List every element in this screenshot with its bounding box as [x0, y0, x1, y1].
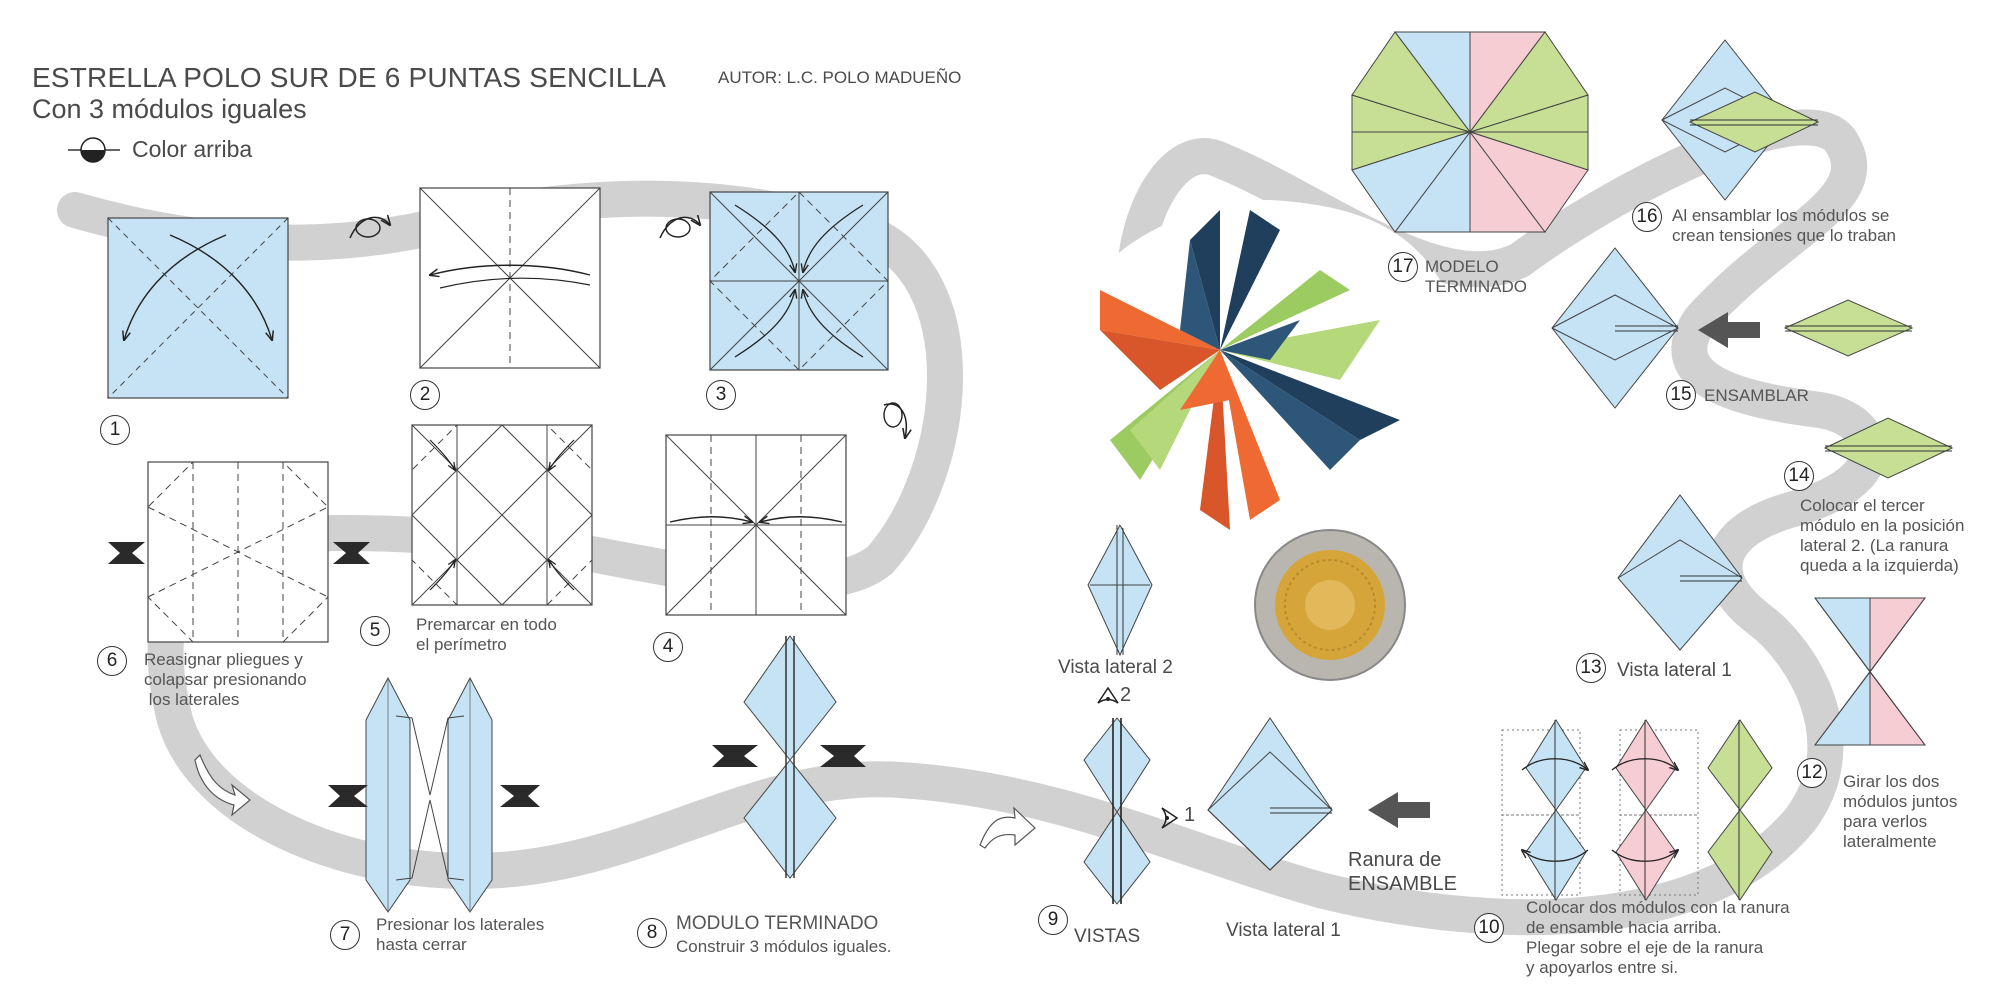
step-12-two-modules: [1813, 597, 1927, 746]
step-number-2: 2: [410, 380, 440, 410]
step-5-square: [411, 424, 593, 606]
eye-1-label: 1: [1184, 804, 1196, 826]
eye-icon: [1161, 807, 1179, 829]
step-number-7: 7: [330, 920, 360, 950]
push-arrow-icon: [108, 542, 145, 564]
step-14-third-module: [1823, 417, 1954, 479]
step-8-subcaption: Construir 3 módulos iguales.: [676, 937, 892, 956]
step-6-square: [147, 461, 329, 643]
step-number-6: 6: [97, 646, 127, 676]
assemble-arrow-icon: [1698, 312, 1760, 348]
step-6-caption: Reasignar pliegues y colapsar presionand…: [144, 650, 307, 709]
step-2-square: [419, 187, 601, 369]
assemble-arrow-icon: [1368, 792, 1430, 828]
step-9-caption: VISTAS: [1074, 926, 1141, 947]
eye-icon: [1097, 686, 1119, 704]
legend-label: Color arriba: [132, 136, 253, 162]
step-1-square: [107, 217, 289, 399]
step-9-front-view: [1083, 717, 1151, 905]
side-view-1-label: Vista lateral 1: [1226, 920, 1341, 941]
page-subtitle: Con 3 módulos iguales: [32, 94, 307, 124]
step-17-caption: MODELO TERMINADO: [1425, 257, 1527, 296]
page-title: ESTRELLA POLO SUR DE 6 PUNTAS SENCILLA: [32, 62, 667, 93]
hollow-arrow-icon: [979, 806, 1036, 849]
step-8-caption: MODULO TERMINADO: [676, 913, 879, 934]
push-arrow-icon: [712, 745, 758, 767]
step-5-caption: Premarcar en todo el perímetro: [416, 615, 557, 654]
push-arrow-icon: [820, 745, 866, 767]
step-13-side-view: [1617, 494, 1743, 651]
turn-over-icon: [349, 217, 390, 239]
push-arrow-icon: [333, 542, 370, 564]
push-arrow-icon: [500, 785, 540, 807]
slot-label: Ranura de ENSAMBLE: [1348, 849, 1457, 895]
turn-over-icon: [883, 402, 906, 438]
step-number-16: 16: [1632, 202, 1662, 232]
push-arrow-icon: [328, 785, 368, 807]
step-12-caption: Girar los dos módulos juntos para verlos…: [1843, 772, 1958, 851]
step-number-15: 15: [1666, 380, 1696, 410]
step-number-1: 1: [100, 415, 130, 445]
step-number-13: 13: [1576, 653, 1606, 683]
step-4-square: [665, 434, 847, 616]
step-13-caption: Vista lateral 1: [1617, 660, 1732, 681]
step-9-side-view-1: [1207, 717, 1333, 871]
step-14-caption: Colocar el tercer módulo en la posición …: [1800, 496, 1965, 575]
step-number-10: 10: [1474, 913, 1504, 943]
step-16-caption: Al ensamblar los módulos se crean tensio…: [1672, 206, 1896, 245]
step-8-module: [743, 635, 837, 879]
step-16-locked-assembly: [1661, 39, 1820, 201]
step-3-square: [709, 191, 889, 371]
hollow-arrow-icon: [194, 753, 251, 817]
step-number-17: 17: [1388, 252, 1418, 282]
step-7-folded-model: [365, 676, 493, 913]
step-number-12: 12: [1797, 758, 1827, 788]
step-number-14: 14: [1784, 461, 1814, 491]
step-number-5: 5: [360, 616, 390, 646]
step-15-assembly: [1551, 247, 1914, 409]
step-number-8: 8: [637, 918, 667, 948]
step-10-caption: Colocar dos módulos con la ranura de ens…: [1526, 898, 1790, 977]
step-number-9: 9: [1038, 905, 1068, 935]
author-credit: AUTOR: L.C. POLO MADUEÑO: [718, 68, 962, 87]
turn-over-icon: [659, 217, 700, 239]
step-number-3: 3: [706, 380, 736, 410]
step-15-caption: ENSAMBLAR: [1704, 386, 1809, 405]
step-7-caption: Presionar los laterales hasta cerrar: [376, 915, 545, 954]
color-up-legend-icon: [68, 137, 120, 163]
side-view-2-module: [1087, 523, 1153, 657]
side-view-2-label: Vista lateral 2: [1058, 657, 1173, 678]
coin-photo: [1254, 529, 1406, 681]
flow-path: [57, 109, 1887, 936]
step-number-4: 4: [653, 632, 683, 662]
eye-2-label: 2: [1120, 684, 1132, 706]
step-10-modules: [1501, 719, 1773, 901]
step-17-finished-model: [1351, 31, 1589, 233]
